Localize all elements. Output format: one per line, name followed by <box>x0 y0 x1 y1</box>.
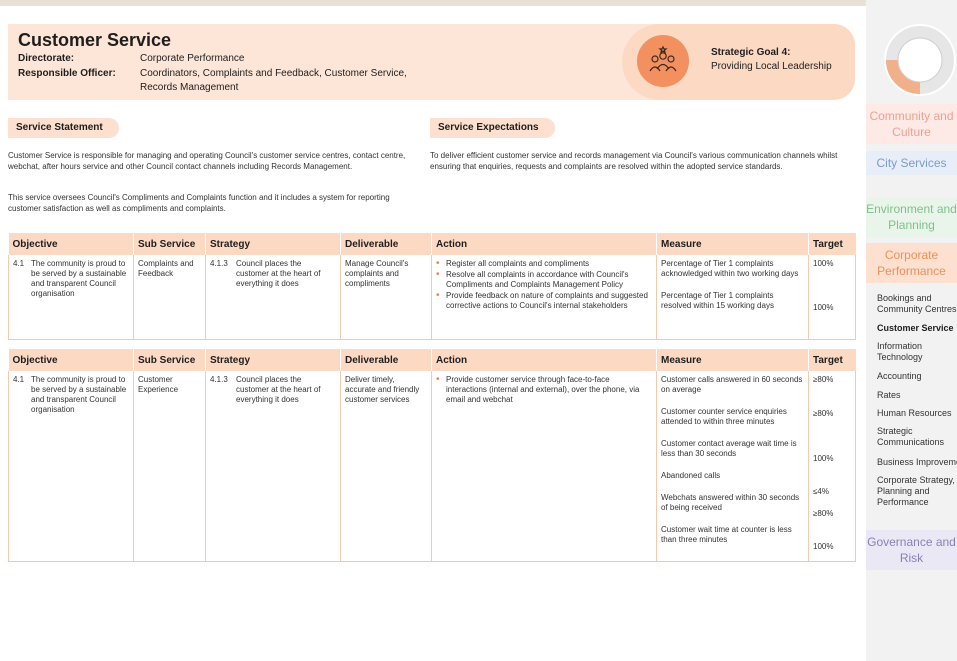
sub-service-cell: Customer Experience <box>133 371 206 561</box>
target-item: 100% <box>813 303 834 312</box>
list-item: Register all complaints and compliments <box>436 259 652 269</box>
tab-corporate-performance[interactable]: Corporate Performance <box>866 243 957 283</box>
objective-number: 4.1 <box>13 375 25 384</box>
service-statement-para-2: This service oversees Council's Complime… <box>8 193 390 213</box>
col-strategy: Strategy <box>205 349 341 371</box>
table-header-row: Objective Sub Service Strategy Deliverab… <box>8 349 856 371</box>
strategy-number: 4.1.3 <box>210 375 228 384</box>
top-nav-strip <box>0 0 957 6</box>
list-item: Resolve all complaints in accordance wit… <box>436 270 652 290</box>
measure-cell: Percentage of Tier 1 complaints acknowle… <box>656 255 809 339</box>
col-sub-service: Sub Service <box>133 349 206 371</box>
service-statement-label: Service Statement <box>8 118 119 138</box>
sub-service-cell: Complaints and Feedback <box>133 255 206 339</box>
strategy-cell: 4.1.3 Council places the customer at the … <box>205 371 341 561</box>
directorate-label: Directorate: <box>18 53 75 64</box>
objectives-table-2: Objective Sub Service Strategy Deliverab… <box>8 349 856 562</box>
service-expectations-para: To deliver efficient customer service an… <box>430 151 838 171</box>
objective-cell: 4.1 The community is proud to be served b… <box>8 255 134 339</box>
tab-governance-and-risk[interactable]: Governance and Risk <box>866 530 957 570</box>
page-title: Customer Service <box>18 30 172 50</box>
measure-item: Customer counter service enquiries atten… <box>661 407 787 426</box>
strategy-cell: 4.1.3 Council places the customer at the … <box>205 255 341 339</box>
sidebar-link-bookings[interactable]: Bookings and Community Centres <box>877 293 957 314</box>
measure-item: Customer wait time at counter is less th… <box>661 525 792 544</box>
col-objective: Objective <box>8 233 134 255</box>
officer-label: Responsible Officer: <box>18 68 116 79</box>
deliverable-cell: Deliver timely, accurate and friendly cu… <box>340 371 432 561</box>
strategic-goal-title: Strategic Goal 4: <box>711 47 791 58</box>
sidebar-link-rates[interactable]: Rates <box>877 390 901 400</box>
target-cell: 100% 100% <box>809 255 856 339</box>
sidebar-link-human-resources[interactable]: Human Resources <box>877 408 952 418</box>
strategy-text: Council places the customer at the heart… <box>236 375 321 404</box>
sidebar-link-business-improvement[interactable]: Business Improvement <box>877 457 957 467</box>
col-action: Action <box>431 349 657 371</box>
measure-item: Percentage of Tier 1 complaints resolved… <box>661 291 774 310</box>
col-target: Target <box>808 233 856 255</box>
target-item: ≥80% <box>813 375 834 384</box>
col-strategy: Strategy <box>205 233 341 255</box>
deliverable-cell: Manage Council's complaints and complime… <box>340 255 432 339</box>
people-stars-icon <box>637 35 689 87</box>
table-row: 4.1 The community is proud to be served b… <box>8 371 856 561</box>
measure-cell: Customer calls answered in 60 seconds on… <box>656 371 809 561</box>
list-item: Provide feedback on nature of complaints… <box>436 291 652 311</box>
action-cell: Register all complaints and compliments … <box>431 255 657 339</box>
measure-item: Abandoned calls <box>661 471 721 480</box>
officer-value: Coordinators, Complaints and Feedback, C… <box>140 68 407 93</box>
table-header-row: Objective Sub Service Strategy Deliverab… <box>8 233 856 255</box>
target-item: ≥80% <box>813 409 834 418</box>
measure-item: Webchats answered within 30 seconds of b… <box>661 493 800 512</box>
sidebar-link-accounting[interactable]: Accounting <box>877 371 922 381</box>
sidebar-link-customer-service[interactable]: Customer Service <box>877 323 954 333</box>
tab-environment-and-planning[interactable]: Environment and Planning <box>866 197 957 237</box>
action-cell: Provide customer service through face-to… <box>431 371 657 561</box>
section-donut-icon <box>880 20 957 100</box>
target-item: 100% <box>813 454 834 463</box>
col-action: Action <box>431 233 657 255</box>
sidebar-link-corporate-strategy[interactable]: Corporate Strategy, Planning and Perform… <box>877 475 955 507</box>
sidebar-link-strategic-communications[interactable]: Strategic Communications <box>877 426 945 447</box>
strategy-number: 4.1.3 <box>210 259 228 268</box>
col-deliverable: Deliverable <box>340 233 432 255</box>
target-item: ≤4% <box>813 487 829 496</box>
table-row: 4.1 The community is proud to be served b… <box>8 255 856 339</box>
target-item: 100% <box>813 542 834 551</box>
measure-item: Percentage of Tier 1 complaints acknowle… <box>661 259 799 278</box>
measure-item: Customer contact average wait time is le… <box>661 439 797 458</box>
target-item: 100% <box>813 259 834 268</box>
objective-cell: 4.1 The community is proud to be served b… <box>8 371 134 561</box>
objectives-table-1: Objective Sub Service Strategy Deliverab… <box>8 233 856 340</box>
service-expectations-label: Service Expectations <box>430 118 555 138</box>
strategic-goal-text: Providing Local Leadership <box>711 61 832 72</box>
col-target: Target <box>808 349 856 371</box>
measure-item: Customer calls answered in 60 seconds on… <box>661 375 803 394</box>
col-objective: Objective <box>8 349 134 371</box>
target-cell: ≥80% ≥80% 100% ≤4% ≥80% 100% <box>809 371 856 561</box>
tab-community-and-culture[interactable]: Community and Culture <box>866 104 957 144</box>
col-deliverable: Deliverable <box>340 349 432 371</box>
strategy-text: Council places the customer at the heart… <box>236 259 321 288</box>
list-item: Provide customer service through face-to… <box>436 375 652 405</box>
objective-number: 4.1 <box>13 259 25 268</box>
sidebar-link-information-technology[interactable]: Information Technology <box>877 341 923 362</box>
directorate-value: Corporate Performance <box>140 53 245 64</box>
target-item: ≥80% <box>813 509 834 518</box>
col-sub-service: Sub Service <box>133 233 206 255</box>
service-statement-para-1: Customer Service is responsible for mana… <box>8 151 406 171</box>
tab-city-services[interactable]: City Services <box>866 151 957 175</box>
objective-text: The community is proud to be served by a… <box>31 259 127 298</box>
col-measure: Measure <box>656 233 809 255</box>
objective-text: The community is proud to be served by a… <box>31 375 127 414</box>
col-measure: Measure <box>656 349 809 371</box>
